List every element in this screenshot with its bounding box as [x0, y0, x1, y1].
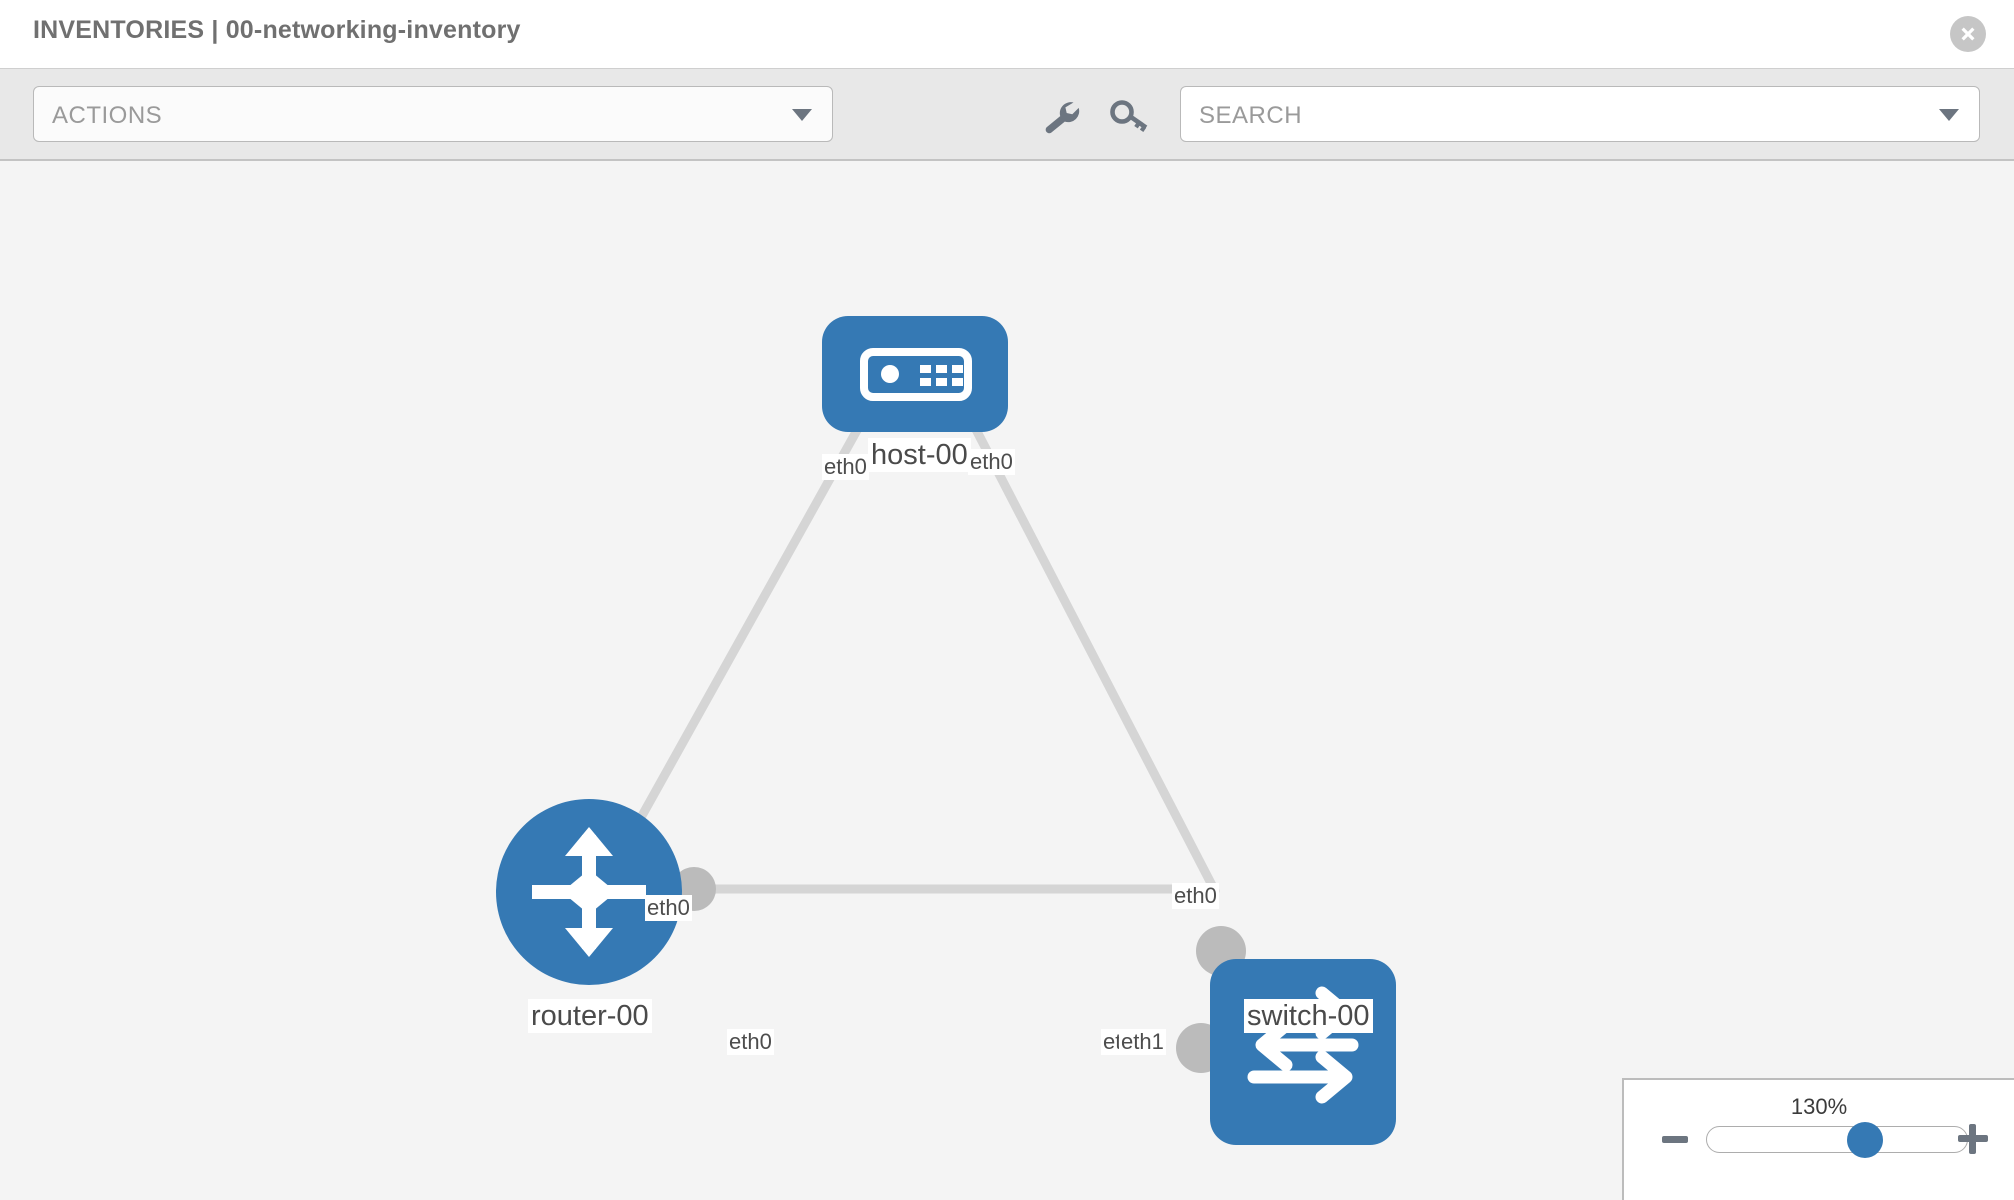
edge-label-router-host: eth0 — [645, 895, 692, 921]
key-icon[interactable] — [1108, 97, 1152, 137]
search-placeholder: SEARCH — [1199, 102, 1303, 129]
chevron-down-icon — [792, 109, 812, 121]
zoom-slider-thumb[interactable] — [1847, 1122, 1883, 1158]
actions-dropdown[interactable]: ACTIONS — [33, 86, 833, 142]
topology-node-label-router-00: router-00 — [528, 999, 652, 1033]
edge-label-switch-host: eth0 — [1172, 883, 1219, 909]
page-title: INVENTORIES | 00-networking-inventory — [33, 16, 521, 44]
wrench-icon[interactable] — [1040, 97, 1084, 137]
topology-canvas[interactable]: host-00 eth0 eth0 — [0, 161, 2014, 1200]
search-input[interactable]: SEARCH — [1180, 86, 1980, 142]
edge-label-switch-router-target: eth1 — [1119, 1029, 1166, 1055]
edge-label-host-switch-source: eth0 — [968, 449, 1015, 475]
chevron-down-icon — [1939, 109, 1959, 121]
topology-node-label-switch-00: switch-00 — [1244, 999, 1373, 1033]
toolbar: ACTIONS SEARCH — [0, 69, 2014, 161]
close-icon[interactable] — [1950, 16, 1986, 52]
zoom-in-button[interactable] — [1958, 1124, 1988, 1154]
switch-arrows-icon — [1247, 986, 1359, 1104]
topology-node-router-00[interactable] — [496, 799, 682, 985]
zoom-control-panel: 130% — [1622, 1078, 2014, 1200]
zoom-level-label: 130% — [1790, 1094, 1848, 1119]
zoom-out-button[interactable] — [1662, 1136, 1688, 1143]
actions-dropdown-label: ACTIONS — [52, 102, 163, 129]
edge-label-router-switch-source: eth0 — [727, 1029, 774, 1055]
router-arrows-icon — [532, 827, 646, 957]
topology-node-host-00[interactable] — [822, 316, 1008, 432]
page-header: INVENTORIES | 00-networking-inventory — [0, 0, 2014, 69]
topology-node-switch-00[interactable] — [1210, 959, 1396, 1145]
server-icon — [860, 348, 972, 401]
edge-label-host-router-source: eth0 — [822, 454, 869, 480]
topology-node-label-host-00: host-00 — [868, 438, 971, 472]
zoom-slider[interactable] — [1706, 1122, 1968, 1158]
